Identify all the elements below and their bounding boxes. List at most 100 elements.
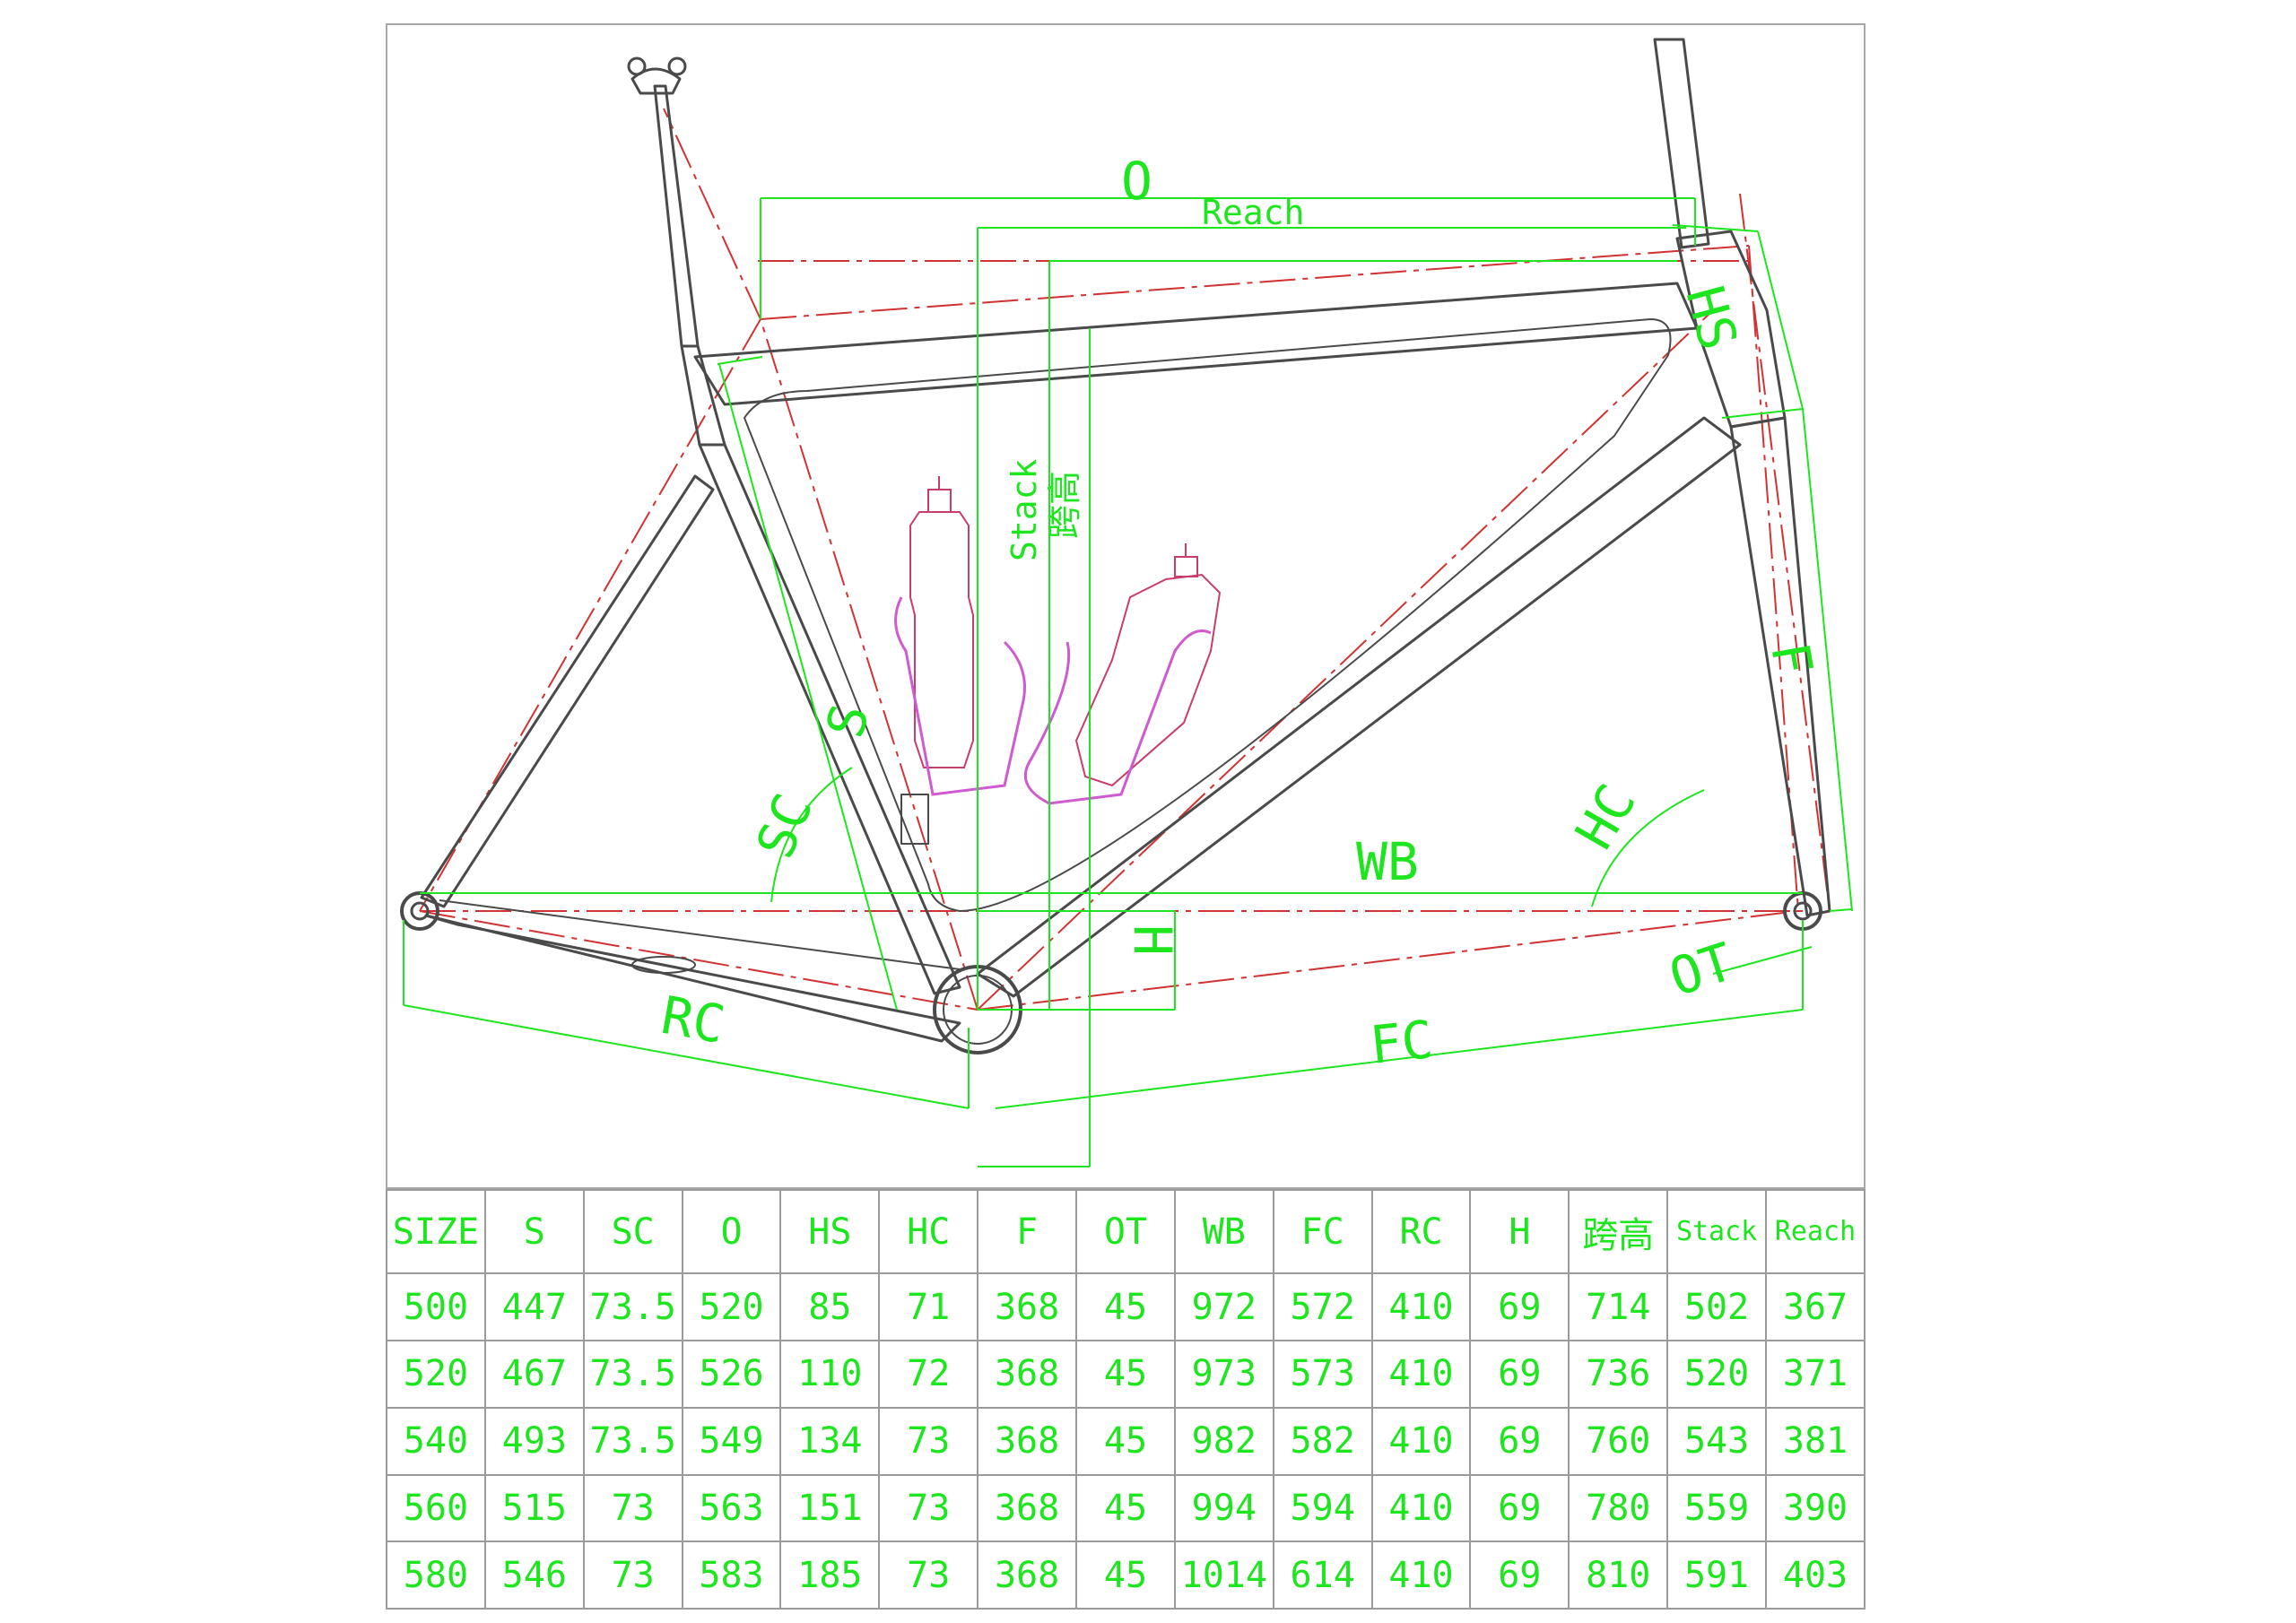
table-cell: 403: [1765, 1541, 1866, 1610]
table-cell: 410: [1370, 1541, 1472, 1610]
table-cell: 543: [1666, 1406, 1768, 1476]
cage-left: [894, 596, 1026, 796]
table-cell: 110: [779, 1340, 881, 1409]
table-cell: 591: [1666, 1541, 1768, 1610]
table-cell: 73.5: [582, 1406, 683, 1476]
table-cell: 614: [1272, 1541, 1373, 1610]
seat-post: [653, 84, 700, 348]
table-header-cell: Stack: [1666, 1188, 1768, 1275]
table-cell: 572: [1272, 1272, 1373, 1342]
table-cell: 368: [977, 1406, 1078, 1476]
table-cell: 71: [878, 1272, 979, 1342]
table-header-cell: WB: [1173, 1188, 1274, 1275]
table-cell: 549: [681, 1406, 782, 1476]
frame-geometry-drawing: O Reach HS Stack 跨高 S F SC HC WB H OT RC…: [400, 38, 1853, 1167]
table-cell: 594: [1272, 1473, 1373, 1543]
label-wb: WB: [1356, 831, 1419, 892]
table-cell: 73: [582, 1541, 683, 1610]
label-sc: SC: [744, 785, 824, 866]
table-cell: 540: [386, 1406, 486, 1476]
table-header-cell: F: [977, 1188, 1078, 1275]
label-ot: OT: [1662, 931, 1740, 1008]
table-cell: 45: [1075, 1473, 1176, 1543]
label-hs: HS: [1674, 280, 1749, 356]
table-cell: 45: [1075, 1406, 1176, 1476]
dimension-lines: [403, 197, 1853, 1167]
table-cell: 72: [878, 1340, 979, 1409]
table-cell: 185: [779, 1541, 881, 1610]
table-cell: 583: [681, 1541, 782, 1610]
table-header-cell: SC: [582, 1188, 683, 1275]
cage-right: [1023, 629, 1212, 805]
table-cell: 780: [1568, 1473, 1669, 1543]
table-header-cell: Reach: [1765, 1188, 1866, 1275]
table-cell: 582: [1272, 1406, 1373, 1476]
table-cell: 500: [386, 1272, 486, 1342]
table-cell: 368: [977, 1541, 1078, 1610]
label-h: H: [1122, 924, 1183, 956]
table-cell: 580: [386, 1541, 486, 1610]
table-cell: 973: [1173, 1340, 1274, 1409]
table-cell: 560: [386, 1473, 486, 1543]
drawing-border: [386, 23, 1866, 1189]
table-header-cell: H: [1469, 1188, 1570, 1275]
centerlines: [419, 108, 1831, 1011]
table-cell: 573: [1272, 1340, 1373, 1409]
table-header-cell: SIZE: [386, 1188, 486, 1275]
table-cell: 73: [582, 1473, 683, 1543]
table-cell: 368: [977, 1473, 1078, 1543]
table-cell: 410: [1370, 1406, 1472, 1476]
label-f: F: [1759, 638, 1824, 680]
table-cell: 368: [977, 1340, 1078, 1409]
table-cell: 73: [878, 1473, 979, 1543]
table-cell: 381: [1765, 1406, 1866, 1476]
table-cell: 410: [1370, 1272, 1472, 1342]
table-header-cell: OT: [1075, 1188, 1176, 1275]
table-cell: 390: [1765, 1473, 1866, 1543]
bike-frame: [400, 38, 1831, 1055]
table-cell: 368: [977, 1272, 1078, 1342]
table-cell: 515: [483, 1473, 585, 1543]
table-cell: 371: [1765, 1340, 1866, 1409]
table-cell: 972: [1173, 1272, 1274, 1342]
table-cell: 69: [1469, 1541, 1570, 1610]
table-header-cell: HC: [878, 1188, 979, 1275]
table-cell: 410: [1370, 1340, 1472, 1409]
table-cell: 1014: [1173, 1541, 1274, 1610]
table-cell: 73.5: [582, 1340, 683, 1409]
table-cell: 502: [1666, 1272, 1768, 1342]
top-tube: [693, 282, 1699, 406]
table-cell: 546: [483, 1541, 585, 1610]
table-cell: 563: [681, 1473, 782, 1543]
table-cell: 69: [1469, 1473, 1570, 1543]
bottle-right: [1074, 543, 1222, 787]
table-cell: 45: [1075, 1541, 1176, 1610]
table-cell: 467: [483, 1340, 585, 1409]
label-stack-cn: 跨高: [1045, 471, 1084, 539]
table-cell: 760: [1568, 1406, 1669, 1476]
table-cell: 982: [1173, 1406, 1274, 1476]
table-cell: 447: [483, 1272, 585, 1342]
label-o: O: [1121, 151, 1152, 212]
table-cell: 85: [779, 1272, 881, 1342]
table-cell: 520: [1666, 1340, 1768, 1409]
table-header-cell: FC: [1272, 1188, 1373, 1275]
table-cell: 69: [1469, 1272, 1570, 1342]
seat-stay: [420, 474, 715, 908]
table-cell: 45: [1075, 1272, 1176, 1342]
table-cell: 520: [386, 1340, 486, 1409]
table-cell: 73: [878, 1541, 979, 1610]
table-cell: 410: [1370, 1473, 1472, 1543]
steerer-tube: [1653, 38, 1710, 249]
label-reach: Reach: [1202, 193, 1304, 232]
bottle-left: [909, 476, 974, 768]
table-header-cell: 跨高: [1568, 1188, 1669, 1275]
table-cell: 45: [1075, 1340, 1176, 1409]
table-cell: 526: [681, 1340, 782, 1409]
